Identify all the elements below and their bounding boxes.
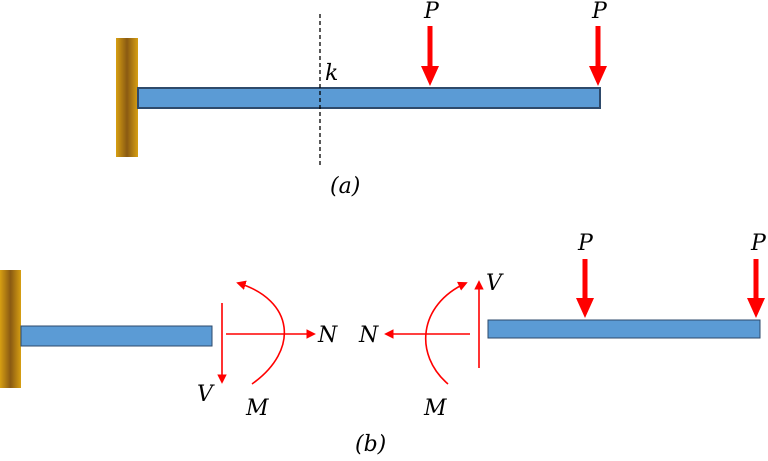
load-label-p-3: P [577,231,594,256]
left-normal-label: N [317,323,338,348]
load-arrow-3 [576,259,594,318]
right-moment-label: M [423,396,447,421]
fixed-support-b [0,270,21,388]
section-label-k: k [325,61,338,86]
left-moment-arc [236,280,286,385]
left-beam-segment [20,325,213,347]
left-moment-label: M [245,396,269,421]
load-label-p-4: P [750,231,767,256]
load-arrow-2 [589,26,607,86]
part-a: k P P (a) [116,0,608,199]
right-beam-segment [487,319,761,339]
load-label-p-1: P [423,0,440,24]
load-arrow-4 [747,259,765,318]
part-b: V M N N M V P P (b) [0,231,767,457]
left-shear-label: V [197,382,215,407]
fixed-support-a [116,38,138,157]
right-shear-label: V [486,271,504,296]
caption-b: (b) [355,432,386,457]
right-normal-label: N [358,323,379,348]
load-label-p-2: P [591,0,608,24]
right-moment-arc [424,281,468,385]
cantilever-beam-a [137,87,601,109]
caption-a: (a) [330,174,360,199]
load-arrow-1 [421,26,439,86]
